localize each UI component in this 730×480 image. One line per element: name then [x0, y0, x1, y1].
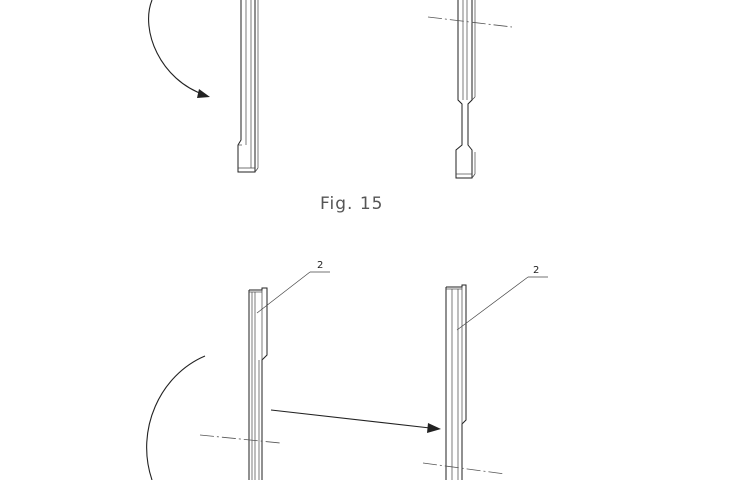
rotation-arrow-upper	[148, 0, 210, 98]
translation-arrow	[270, 409, 441, 433]
rotation-arrow-lower	[146, 355, 206, 480]
figure-caption: Fig. 15	[320, 194, 384, 214]
bar-upper-right	[455, 0, 476, 179]
axis-line-lower-left	[199, 434, 281, 444]
upper-figure	[148, 0, 513, 179]
reference-label-left: 2	[317, 260, 323, 271]
bar-lower-right	[445, 284, 467, 480]
reference-label-right: 2	[533, 265, 539, 276]
leader-ref-right: 2	[456, 265, 548, 331]
axis-line-upper	[427, 16, 513, 28]
axis-line-lower-right	[422, 462, 506, 475]
lower-figure: 2 2	[146, 260, 548, 480]
bar-upper-left	[237, 0, 259, 173]
leader-ref-left: 2	[256, 260, 330, 314]
bar-lower-left	[248, 287, 268, 480]
